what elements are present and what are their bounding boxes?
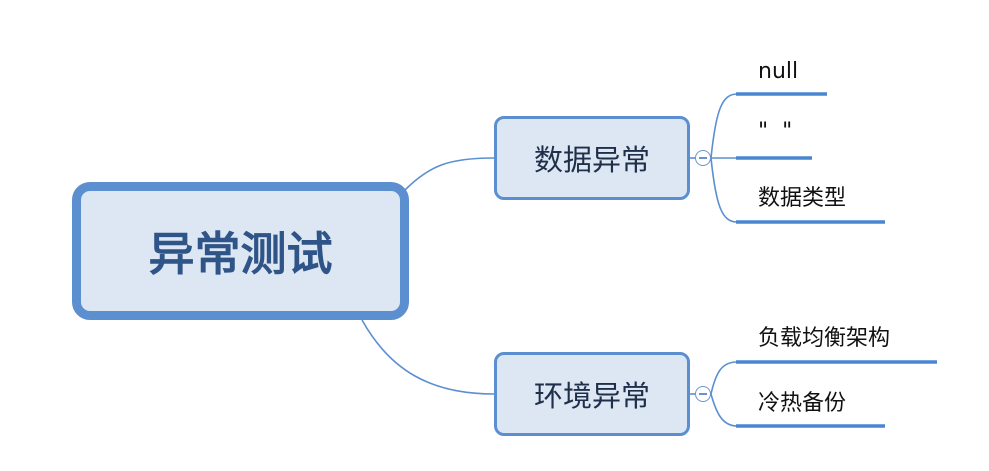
collapse-toggle-icon[interactable] bbox=[695, 150, 711, 166]
leaf-topic-load-balance[interactable]: 负载均衡架构 bbox=[758, 326, 891, 351]
connector-branch-2-leaf-1 bbox=[710, 361, 738, 395]
collapse-toggle-icon[interactable] bbox=[695, 386, 711, 402]
branch-topic-environment-exception[interactable]: 环境异常 bbox=[494, 352, 690, 436]
branch-topic-data-exception[interactable]: 数据异常 bbox=[494, 116, 690, 200]
connector-branch-1-leaf-3 bbox=[710, 157, 738, 223]
leaf-topic-hot-cold-backup[interactable]: 冷热备份 bbox=[758, 391, 847, 416]
connector-branch-2-leaf-2 bbox=[710, 393, 738, 427]
root-topic[interactable]: 异常测试 bbox=[72, 182, 409, 320]
leaf-topic-null[interactable]: null bbox=[758, 59, 799, 84]
connector-root-branch-2 bbox=[361, 319, 495, 395]
connector-root-branch-1 bbox=[404, 157, 495, 191]
branch-topic-label: 数据异常 bbox=[533, 143, 650, 177]
root-topic-label: 异常测试 bbox=[148, 227, 333, 281]
connector-branch-1-leaf-1 bbox=[710, 93, 738, 159]
leaf-topic-data-type[interactable]: 数据类型 bbox=[758, 186, 847, 211]
branch-topic-label: 环境异常 bbox=[533, 379, 650, 413]
leaf-topic-quotes[interactable]: " " bbox=[758, 119, 793, 144]
